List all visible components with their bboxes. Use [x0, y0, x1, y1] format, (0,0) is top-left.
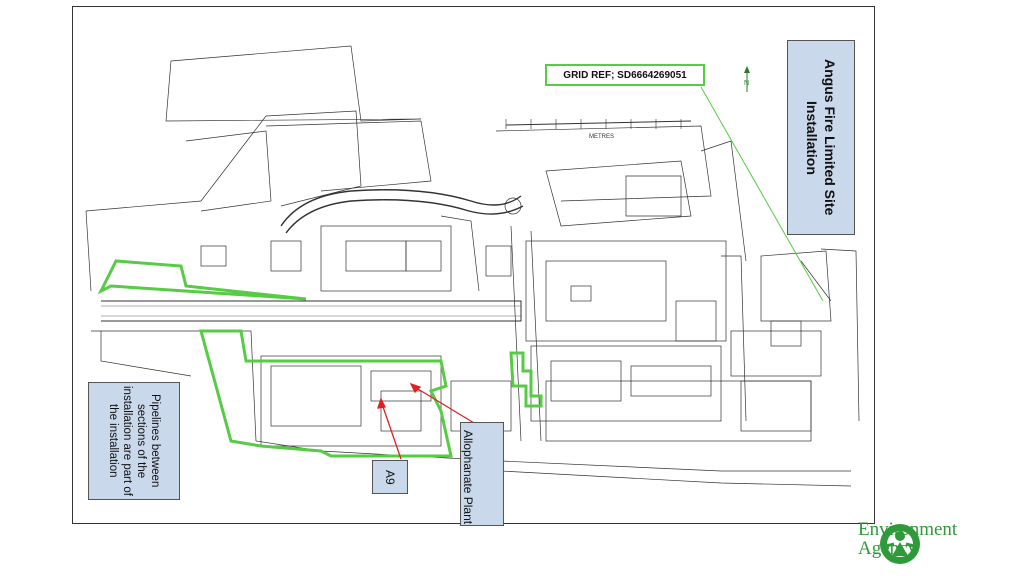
north-label: N: [744, 80, 750, 87]
site-title-text: Angus Fire Limited Site Installation: [804, 59, 838, 216]
logo-line-1: Environment: [858, 519, 958, 540]
site-plan-drawing: METRES: [85, 45, 860, 487]
grid-ref-leader: [700, 86, 824, 302]
environment-agency-logo-text: Environment Agency: [858, 520, 957, 558]
a9-label-text: A9: [383, 469, 397, 485]
field-parcel: [85, 110, 362, 212]
installation-boundary: [97, 259, 543, 458]
grid-reference-label: GRID REF; SD6664269051: [545, 64, 705, 86]
building: [545, 380, 812, 442]
pipeline-note-box: Pipelines between sections of the instal…: [88, 382, 180, 500]
allophanate-label-text: Allophanate Plant: [461, 429, 475, 525]
environment-agency-logo-icon: [880, 524, 920, 564]
building: [525, 240, 727, 342]
a9-label-box: A9: [372, 460, 408, 494]
scale-label: METRES: [589, 134, 614, 140]
label-arrows: [377, 382, 480, 460]
building: [260, 355, 442, 447]
pipeline-note-text: Pipelines between sections of the instal…: [107, 386, 161, 496]
building: [530, 345, 722, 422]
north-arrow-icon: [744, 66, 750, 92]
building: [320, 225, 452, 292]
site-title-box: Angus Fire Limited Site Installation: [787, 40, 855, 235]
allophanate-label-box: Allophanate Plant: [460, 422, 504, 526]
field-parcel: [165, 45, 422, 122]
logo-line-2: Agency: [858, 538, 918, 559]
